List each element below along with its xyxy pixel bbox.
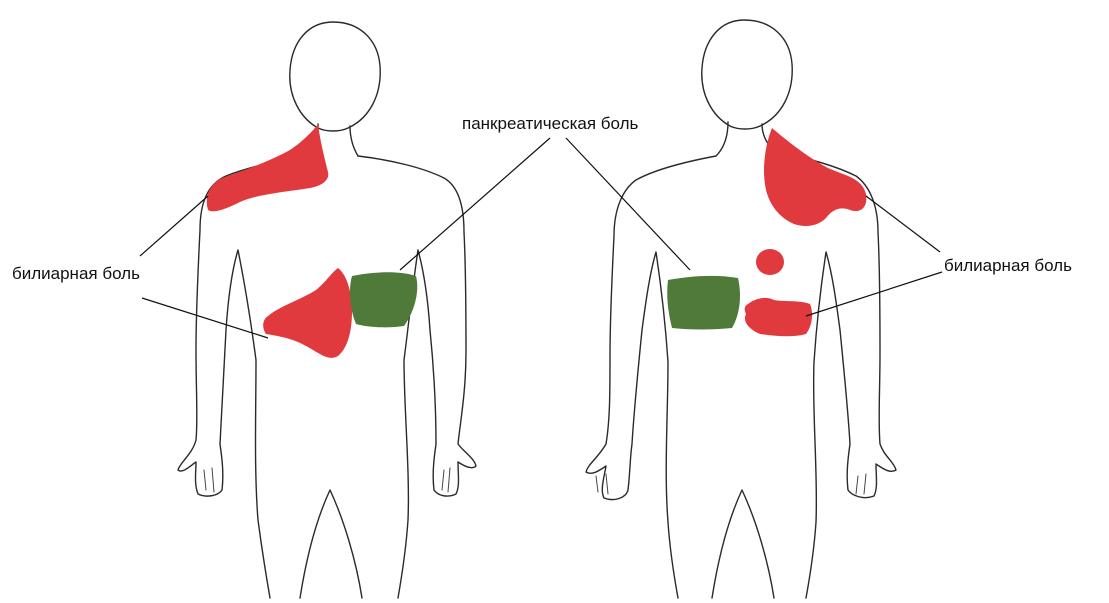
leader-biliary-left-to-abdomen: [142, 298, 268, 338]
front-body-outline: [178, 154, 476, 598]
back-pancreatic-zone: [667, 276, 740, 330]
leader-biliary-left-to-shoulder: [140, 196, 208, 256]
back-leg-inner: [712, 490, 774, 598]
front-left-hand-detail: [204, 468, 214, 492]
leader-pancreatic-to-front: [400, 138, 550, 270]
label-pancreatic-pain: панкреатическая боль: [462, 114, 638, 134]
label-biliary-pain-right: билиарная боль: [944, 256, 1072, 276]
front-biliary-shoulder-zone: [207, 124, 329, 211]
back-right-hand-detail: [856, 474, 866, 494]
back-head-outline: [702, 20, 792, 129]
label-biliary-pain-left: билиарная боль: [12, 264, 140, 284]
leader-pancreatic-to-back: [566, 138, 690, 270]
back-view-figure: [586, 20, 896, 598]
leader-biliary-right-to-lower: [806, 272, 942, 316]
front-leg-inner: [300, 490, 362, 598]
back-body-outline: [586, 152, 896, 598]
front-pancreatic-zone: [350, 272, 417, 327]
back-biliary-spot-zone: [756, 249, 784, 275]
back-biliary-lower-zone: [745, 298, 812, 336]
front-biliary-abdominal-zone: [263, 268, 352, 358]
front-view-figure: [178, 22, 476, 598]
front-right-hand-detail: [442, 468, 450, 492]
back-biliary-scapula-zone: [764, 128, 866, 226]
front-head-outline: [290, 22, 380, 131]
